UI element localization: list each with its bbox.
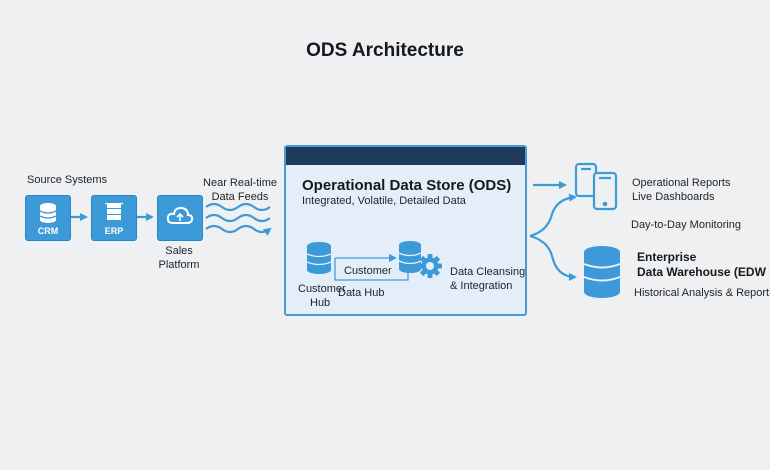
layers-icon <box>104 202 124 220</box>
gear-icon <box>418 254 442 278</box>
ods-panel-header-bar <box>286 147 525 165</box>
cloud-upload-icon <box>166 206 194 224</box>
erp-source-box: ERP <box>91 195 137 241</box>
feeds-label-line1: Near Real-time <box>203 177 277 189</box>
ods-subtitle: Integrated, Volatile, Detailed Data <box>302 195 466 207</box>
crm-source-box: CRM <box>25 195 71 241</box>
ods-to-mobile-arrow <box>529 193 577 238</box>
cleansing-line1: Data Cleansing <box>450 266 526 278</box>
hub-connector-line <box>334 258 409 281</box>
edw-title-line2: Data Warehouse (EDW <box>637 265 766 279</box>
database-icon <box>39 203 57 223</box>
sales-label-line1: Sales <box>165 245 193 257</box>
reports-line2: Live Dashboards <box>632 191 715 203</box>
ods-title: Operational Data Store (ODS) <box>302 177 512 194</box>
sales-label-line2: Platform <box>158 259 200 271</box>
near-realtime-feeds-label: Near Real-time Data Feeds <box>200 176 280 204</box>
edw-subtitle: Historical Analysis & Reporting <box>634 287 770 299</box>
sales-platform-box <box>157 195 203 241</box>
sales-platform-label: Sales Platform <box>149 244 209 272</box>
crm-label: CRM <box>37 226 59 236</box>
feeds-label-line2: Data Feeds <box>211 191 269 203</box>
customer-hub-label: Customer Hub <box>298 282 346 310</box>
reports-line1: Operational Reports <box>632 177 731 189</box>
page-title: ODS Architecture <box>306 40 464 61</box>
cleansing-line2: & Integration <box>450 280 513 292</box>
customer-hub-line2: Hub <box>310 297 331 309</box>
source-systems-heading: Source Systems <box>27 174 108 186</box>
customer-data-hub-label-line1: Customer <box>344 265 392 277</box>
customer-hub-database-icon <box>306 242 332 274</box>
day-to-day-monitoring-label: Day-to-Day Monitoring <box>631 219 742 231</box>
wave-feed-icon <box>205 202 272 236</box>
data-warehouse-icon <box>583 246 621 298</box>
ods-panel: Operational Data Store (ODS) Integrated,… <box>284 145 527 316</box>
edw-title-line1: Enterprise <box>637 250 697 264</box>
operational-reports-label: Operational Reports Live Dashboards <box>632 176 730 204</box>
mobile-devices-icon <box>574 162 618 211</box>
customer-data-hub-label-line2: Data Hub <box>338 287 385 299</box>
erp-label: ERP <box>104 226 124 236</box>
data-cleansing-label: Data Cleansing & Integration <box>450 265 525 293</box>
customer-data-hub-database-icon <box>398 241 422 273</box>
ods-to-edw-arrow <box>529 234 577 281</box>
customer-hub-line1: Customer <box>298 283 346 295</box>
